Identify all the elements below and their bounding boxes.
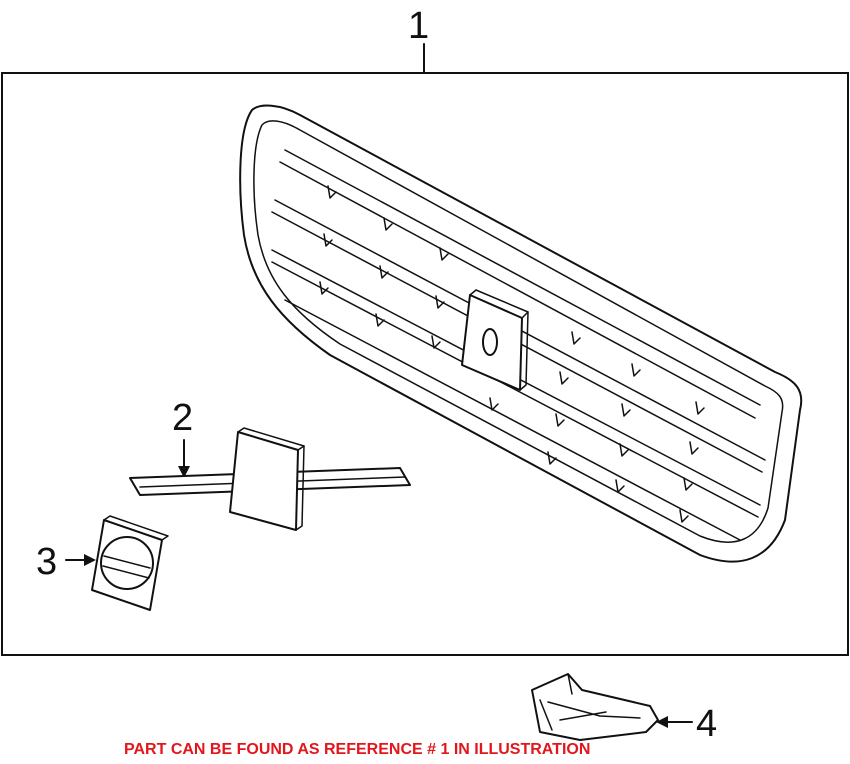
callout-2-arrow [178,439,190,478]
callout-2: 2 [172,397,193,439]
reference-note: PART CAN BE FOUND AS REFERENCE # 1 IN IL… [124,741,590,758]
grille [239,104,803,563]
callout-4: 4 [696,703,717,745]
callout-3-arrow [65,554,96,566]
round-emblem [91,515,169,611]
mounting-clip [531,673,659,741]
callout-1: 1 [408,5,429,47]
grille-fins [319,185,705,523]
emblem-bar [129,427,411,531]
grille-inner-frame [253,120,784,543]
callout-4-arrow [656,716,693,728]
grille-emblem [461,289,529,391]
assembly-box [1,72,849,656]
callout-3: 3 [36,541,57,583]
